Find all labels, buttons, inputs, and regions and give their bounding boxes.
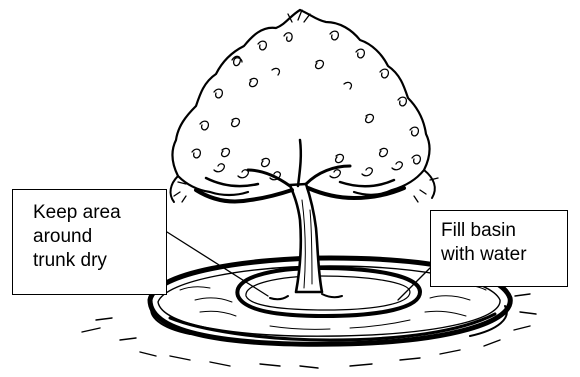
callout-fill-basin-text: Fill basin with water [441,219,567,267]
tree-canopy [171,10,435,202]
pointer-fill-basin [398,268,430,300]
foliage-scribbles [174,10,438,202]
callout-keep-area-dry: Keep area around trunk dry [12,189,167,295]
basin-water-lines [180,285,486,329]
callout-keep-area-dry-text: Keep area around trunk dry [33,201,166,273]
callout-fill-basin: Fill basin with water [430,210,568,287]
inner-basin-ridge [237,268,420,316]
